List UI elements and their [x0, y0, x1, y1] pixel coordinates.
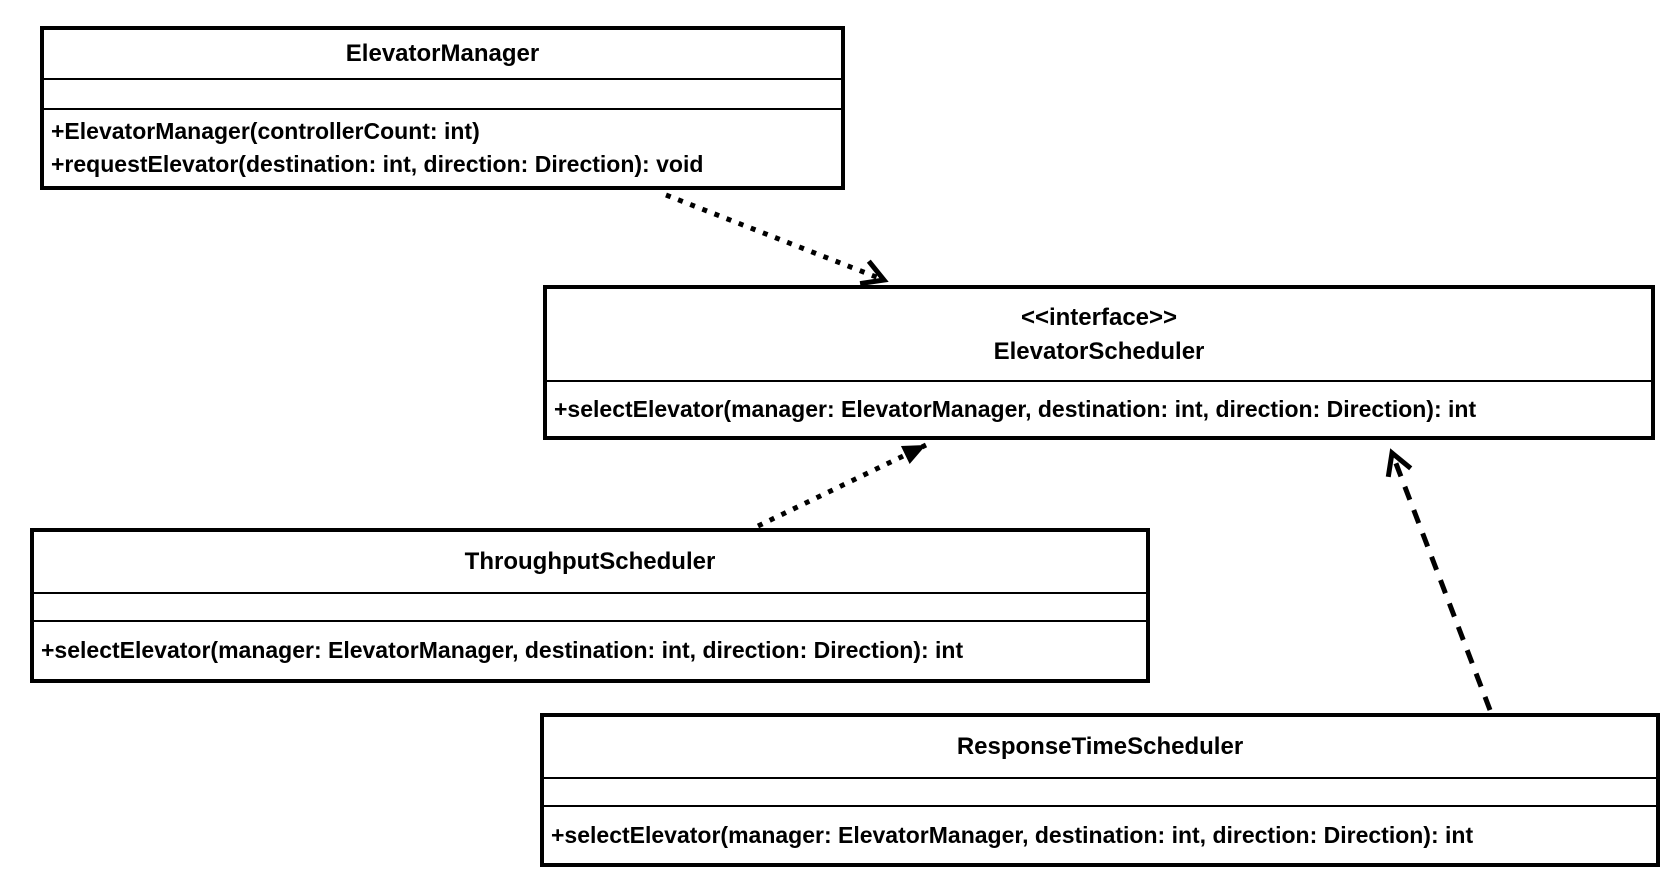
realization-arrow-throughputscheduler-to-elevatorscheduler — [756, 442, 928, 529]
class-box-elevator-manager: ElevatorManager +ElevatorManager(control… — [40, 26, 845, 190]
class-title-compartment: ResponseTimeScheduler — [544, 717, 1656, 777]
class-methods-compartment: +selectElevator(manager: ElevatorManager… — [544, 805, 1656, 863]
class-name: ElevatorScheduler — [993, 337, 1205, 365]
class-attributes-compartment-empty — [34, 592, 1146, 620]
class-attributes-compartment-empty — [44, 78, 841, 108]
class-name: ThroughputScheduler — [464, 548, 716, 575]
class-attributes-compartment-empty — [544, 777, 1656, 805]
realization-arrow-responsetimescheduler-to-elevatorscheduler — [1385, 448, 1493, 711]
method-line: +selectElevator(manager: ElevatorManager… — [41, 637, 964, 663]
class-name: ResponseTimeScheduler — [956, 733, 1244, 760]
class-box-elevator-scheduler-interface: <<interface>> ElevatorScheduler +selectE… — [543, 285, 1655, 440]
class-stereotype: <<interface>> — [1020, 303, 1178, 331]
class-box-responsetime-scheduler: ResponseTimeScheduler +selectElevator(ma… — [540, 713, 1660, 867]
class-methods-compartment: +ElevatorManager(controllerCount: int) +… — [44, 108, 841, 186]
method-line: +requestElevator(destination: int, direc… — [51, 151, 704, 177]
method-line: +selectElevator(manager: ElevatorManager… — [554, 395, 1477, 422]
dependency-arrow-elevatormanager-to-elevatorscheduler — [665, 192, 889, 287]
class-methods-compartment: +selectElevator(manager: ElevatorManager… — [34, 620, 1146, 679]
class-box-throughput-scheduler: ThroughputScheduler +selectElevator(mana… — [30, 528, 1150, 683]
class-name: ElevatorManager — [345, 40, 540, 67]
class-title-compartment: ThroughputScheduler — [34, 532, 1146, 592]
class-title-compartment: <<interface>> ElevatorScheduler — [547, 289, 1651, 380]
method-line: +ElevatorManager(controllerCount: int) — [51, 118, 480, 144]
class-methods-compartment: +selectElevator(manager: ElevatorManager… — [547, 380, 1651, 436]
class-title-compartment: ElevatorManager — [44, 30, 841, 78]
method-line: +selectElevator(manager: ElevatorManager… — [551, 821, 1474, 848]
